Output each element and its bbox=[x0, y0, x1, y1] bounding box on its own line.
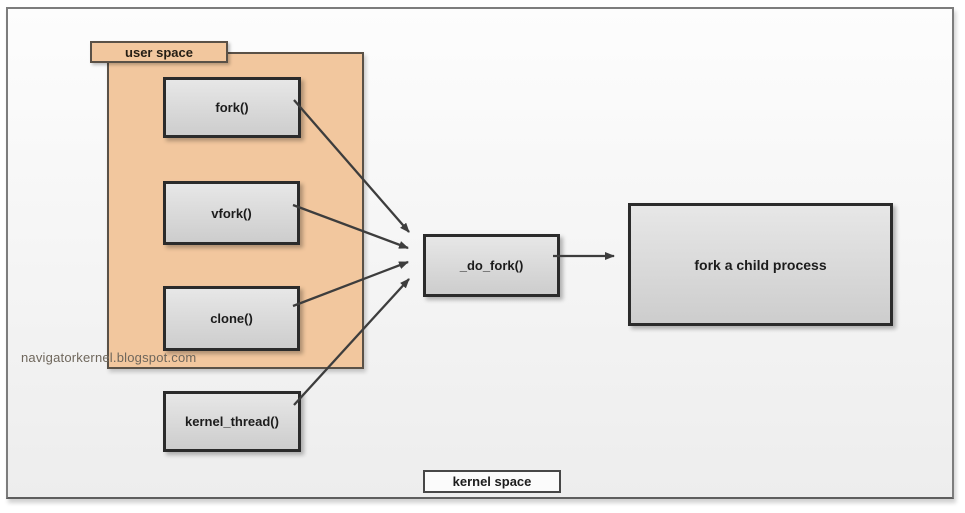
node-fork: fork() bbox=[163, 77, 301, 138]
node-vfork-label: vfork() bbox=[211, 205, 252, 221]
node-fork-child-process-label: fork a child process bbox=[694, 256, 827, 273]
node-clone: clone() bbox=[163, 286, 300, 351]
watermark: navigatorkernel.blogspot.com bbox=[21, 350, 197, 365]
node-do-fork-label: _do_fork() bbox=[459, 258, 524, 273]
node-do-fork: _do_fork() bbox=[423, 234, 560, 297]
node-fork-child-process: fork a child process bbox=[628, 203, 893, 326]
user-space-label: user space bbox=[90, 41, 228, 63]
kernel-space-label-text: kernel space bbox=[452, 474, 532, 489]
diagram-frame: user space fork() vfork() clone() kernel… bbox=[6, 7, 954, 499]
user-space-label-text: user space bbox=[125, 44, 193, 60]
node-clone-label: clone() bbox=[210, 311, 253, 326]
node-kernel-thread: kernel_thread() bbox=[163, 391, 301, 452]
node-vfork: vfork() bbox=[163, 181, 300, 245]
kernel-space-label: kernel space bbox=[423, 470, 561, 493]
node-kernel-thread-label: kernel_thread() bbox=[185, 414, 279, 429]
node-fork-label: fork() bbox=[215, 100, 249, 115]
